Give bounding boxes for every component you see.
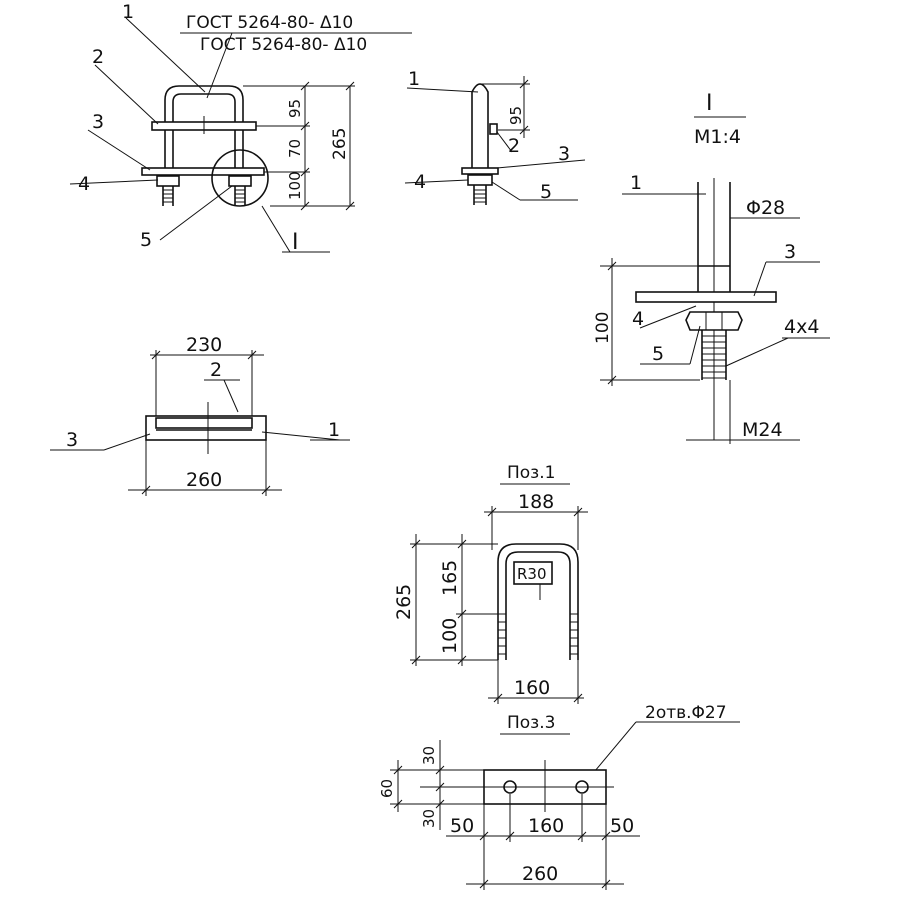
pos1-dim-165: 165 <box>439 560 461 596</box>
pos1-dim-265: 265 <box>393 584 415 620</box>
detail-callout-3: 3 <box>784 241 796 263</box>
front-dim-265: 265 <box>330 128 350 160</box>
detail-thread: М24 <box>742 419 783 441</box>
side-callout-1: 1 <box>408 68 420 90</box>
front-callout-4: 4 <box>78 173 90 195</box>
pos3-dim-160: 160 <box>528 815 564 837</box>
side-callout-3: 3 <box>558 143 570 165</box>
side-view: 95 1 2 3 4 5 <box>404 68 586 205</box>
side-dim-95: 95 <box>507 106 525 125</box>
detail-callout-5: 5 <box>652 343 664 365</box>
front-dim-95: 95 <box>286 99 304 118</box>
front-callout-2: 2 <box>92 46 104 68</box>
pos3-title: Поз.3 <box>507 713 555 733</box>
plan-callout-3: 3 <box>66 429 78 451</box>
detail-callout-4: 4 <box>632 308 644 330</box>
front-callout-3: 3 <box>92 111 104 133</box>
front-view: 95 70 100 265 1 2 3 4 5 I <box>69 1 355 255</box>
front-callout-5: 5 <box>140 229 152 251</box>
pos3-dim-60: 60 <box>378 779 396 798</box>
pos3-dim-260: 260 <box>522 863 558 885</box>
detail-dim-100: 100 <box>593 312 613 344</box>
plan-callout-1: 1 <box>328 419 340 441</box>
front-callout-1: 1 <box>122 1 134 23</box>
plan-dim-230: 230 <box>186 334 222 356</box>
plan-dim-260: 260 <box>186 469 222 491</box>
side-callout-4: 4 <box>414 171 426 193</box>
pos3-holes: 2отв.Φ27 <box>645 703 727 723</box>
detail-dia: Φ28 <box>746 197 785 219</box>
front-dim-70: 70 <box>286 139 304 158</box>
pos1-radius: R30 <box>517 565 547 583</box>
pos1-dim-188: 188 <box>518 491 554 513</box>
pos1-dim-160: 160 <box>514 677 550 699</box>
plan-callout-2: 2 <box>210 359 222 381</box>
detail-I: I М1:4 Φ28 100 М24 1 3 4 <box>593 91 830 444</box>
pos3-dim-30b: 30 <box>420 809 438 828</box>
gost-line-1: ГОСТ 5264-80- Δ10 <box>186 13 353 33</box>
gost-line-2: ГОСТ 5264-80- Δ10 <box>200 35 367 55</box>
plan-view: 230 260 2 3 1 <box>50 334 350 496</box>
pos1-view: Поз.1 R30 188 265 165 100 160 <box>393 463 588 704</box>
pos3-dim-30a: 30 <box>420 746 438 765</box>
side-callout-2: 2 <box>508 135 520 157</box>
pos3-view: Поз.3 2отв.Φ27 60 30 30 50 160 50 260 <box>378 703 740 890</box>
pos1-title: Поз.1 <box>507 463 555 483</box>
detail-callout-1: 1 <box>630 172 642 194</box>
pos1-dim-100: 100 <box>439 618 461 654</box>
front-dim-100: 100 <box>286 171 304 200</box>
detail-weld: 4x4 <box>784 316 819 338</box>
pos3-dim-50a: 50 <box>450 815 474 837</box>
gost-weld-notes: ГОСТ 5264-80- Δ10 ГОСТ 5264-80- Δ10 <box>180 13 412 99</box>
pos3-dim-50b: 50 <box>610 815 634 837</box>
front-section-mark: I <box>292 230 299 255</box>
detail-title: I <box>706 91 713 116</box>
side-callout-5: 5 <box>540 181 552 203</box>
detail-scale: М1:4 <box>694 126 741 148</box>
